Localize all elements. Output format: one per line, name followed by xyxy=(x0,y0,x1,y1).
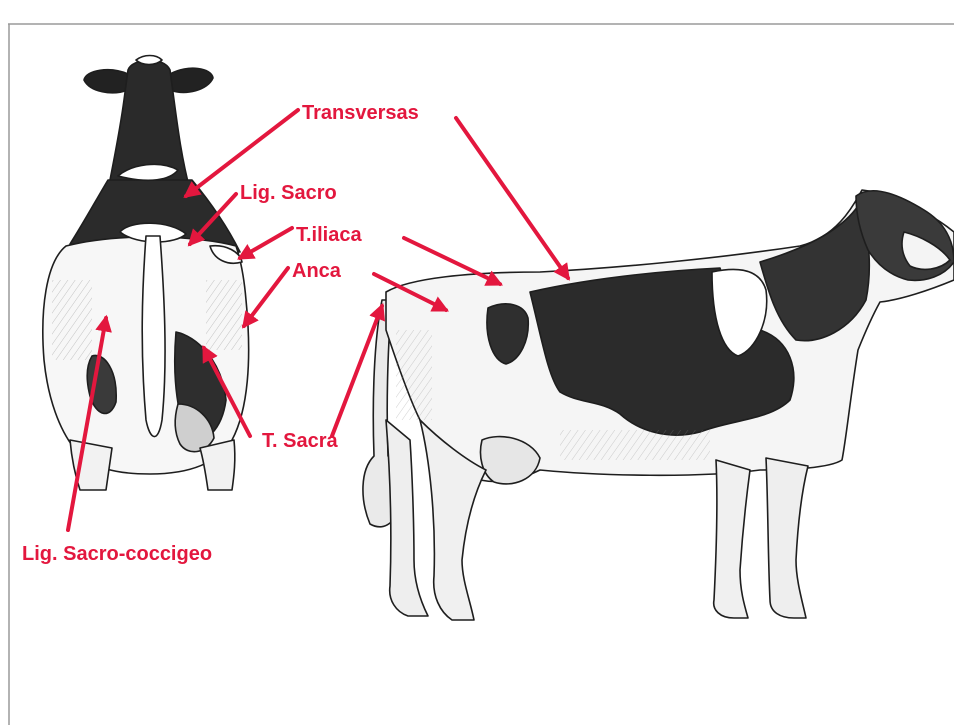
label-transversas: Transversas xyxy=(302,102,419,124)
cow-side-view-illustration xyxy=(363,190,954,620)
cow-rear-view-illustration xyxy=(43,56,249,491)
rear-right-leg xyxy=(200,440,235,490)
arrow-transversas-side xyxy=(456,118,568,278)
label-anca: Anca xyxy=(292,260,342,282)
label-t-iliaca: T.iliaca xyxy=(296,224,362,246)
side-fore-leg xyxy=(714,460,750,618)
label-lig-sacro: Lig. Sacro xyxy=(240,182,337,204)
rear-tail xyxy=(142,236,165,437)
arrow-t-iliaca-rear xyxy=(240,228,292,258)
rear-left-ear xyxy=(84,70,128,93)
label-t-sacra: T. Sacra xyxy=(262,430,338,452)
arrow-anca-rear xyxy=(244,268,288,326)
rear-right-ear xyxy=(170,68,213,92)
label-lig-sacro-coccigeo: Lig. Sacro-coccigeo xyxy=(22,543,212,565)
